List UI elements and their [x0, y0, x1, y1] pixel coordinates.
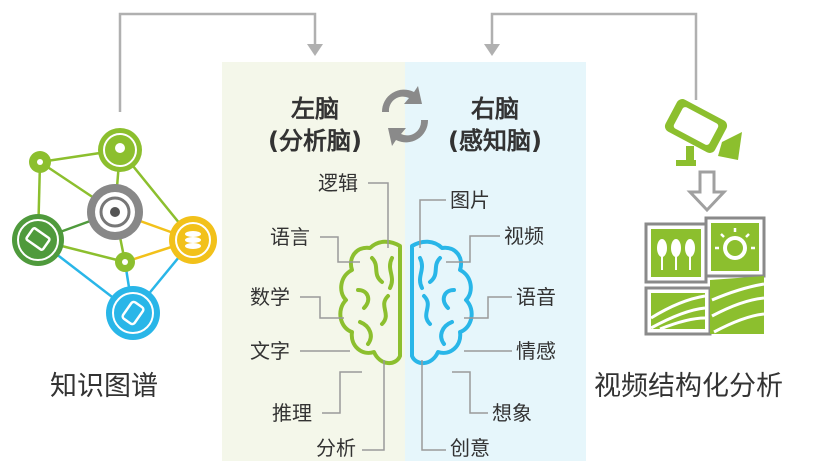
- knowledge-graph-icon: [12, 128, 217, 340]
- knowledge-graph-label: 知识图谱: [50, 371, 158, 402]
- right-function-label: 想象: [492, 401, 532, 425]
- left-function-label: 数学: [250, 285, 290, 309]
- right-function-label: 视频: [504, 224, 544, 248]
- right-brain-title: 右脑 (感知脑): [420, 93, 570, 157]
- brain-right-hemisphere: [410, 239, 474, 365]
- down-arrow-icon: [686, 170, 728, 213]
- left-function-label: 文字: [250, 339, 290, 363]
- right-connector-arrow: [484, 12, 698, 100]
- right-function-label: 语音: [516, 285, 556, 309]
- right-brain-panel: [405, 62, 586, 461]
- left-function-label: 语言: [270, 225, 310, 249]
- left-function-label: 推理: [272, 401, 312, 425]
- right-function-label: 情感: [516, 339, 556, 363]
- left-function-label: 逻辑: [318, 171, 358, 195]
- right-brain-title-line1: 右脑: [471, 95, 519, 123]
- camera-icon: [664, 99, 742, 166]
- right-brain-title-line2: (感知脑): [448, 127, 542, 155]
- right-function-label: 图片: [450, 188, 490, 212]
- left-function-label: 分析: [316, 436, 356, 460]
- video-analysis-label: 视频结构化分析: [594, 371, 783, 402]
- left-brain-title-line2: (分析脑): [268, 127, 362, 155]
- left-brain-title-line1: 左脑: [291, 95, 339, 123]
- video-frames-icon: [644, 216, 766, 336]
- left-brain-title: 左脑 (分析脑): [240, 93, 390, 157]
- brain-left-hemisphere: [338, 239, 402, 365]
- swap-arrows-icon: [381, 86, 429, 146]
- right-function-label: 创意: [450, 436, 490, 460]
- left-connector-arrow: [118, 12, 323, 112]
- right-leader-lines: [419, 199, 512, 451]
- left-leader-lines: [300, 182, 389, 451]
